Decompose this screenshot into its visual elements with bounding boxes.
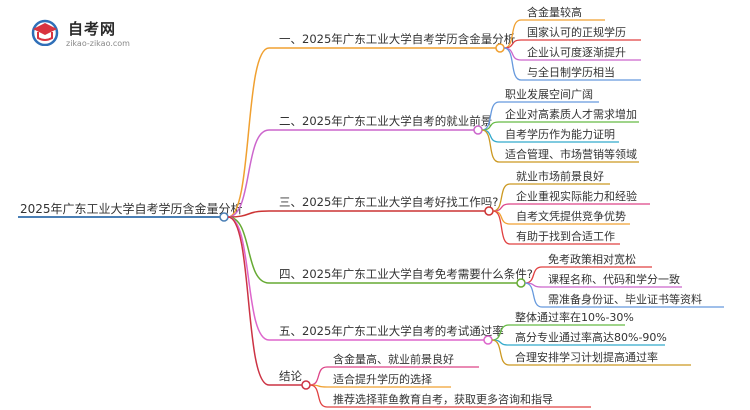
branch-connector [227,210,270,218]
leaf-label: 含金量高、就业前景良好 [333,352,454,366]
leaf-connector [481,101,500,131]
leaf-label: 企业认可度逐渐提升 [527,45,626,59]
leaf-label: 合理安排学习计划提高通过率 [515,350,658,364]
leaf-label: 就业市场前景良好 [516,169,604,183]
branch-label-6: 结论 [279,369,302,383]
leaf-connector [503,47,522,61]
leaf-label: 高分专业通过率高达80%-90% [515,330,667,344]
leaf-label: 整体通过率在10%-30% [515,310,634,324]
leaf-label: 与全日制学历相当 [527,65,615,79]
logo-url: zikao-zikao.com [66,39,130,48]
leaf-label: 有助于找到合适工作 [516,229,615,243]
root-node-handle[interactable] [219,212,229,222]
branch-handle[interactable] [301,380,311,390]
leaf-label: 国家认可的正规学历 [527,25,626,39]
branch-connector [227,216,270,386]
branch-handle[interactable] [495,43,505,53]
graduation-cap-icon [31,19,59,46]
leaf-label: 含金量较高 [527,5,582,19]
leaf-connector [524,282,543,308]
leaf-label: 自考文凭提供竞争优势 [516,209,626,223]
leaf-label: 企业重视实际能力和经验 [516,189,637,203]
branch-handle[interactable] [516,278,526,288]
branch-connector [227,129,270,218]
leaf-connector [492,210,511,245]
branch-handle[interactable] [483,335,493,345]
leaf-connector [309,384,328,408]
branch-label-1: 一、2025年广东工业大学自考学历含金量分析 [279,32,515,46]
branch-connector [227,216,270,284]
leaf-label: 推荐选择菲鱼教育自考，获取更多咨询和指导 [333,392,553,406]
leaf-connector [503,47,522,81]
leaf-connector [491,339,510,366]
leaf-label: 课程名称、代码和学分一致 [548,272,680,286]
branch-label-2: 二、2025年广东工业大学自考的就业前景 [279,114,492,128]
root-node-label: 2025年广东工业大学自考学历含金量分析 [20,201,243,216]
leaf-label: 适合管理、市场营销等领域 [505,147,637,161]
branch-handle[interactable] [484,206,494,216]
leaf-connector [503,19,522,49]
leaf-connector [481,129,500,163]
leaf-label: 需准备身份证、毕业证书等资料 [548,292,702,306]
leaf-label: 免考政策相对宽松 [548,252,636,266]
leaf-label: 适合提升学历的选择 [333,372,432,386]
leaf-label: 自考学历作为能力证明 [505,127,615,141]
branch-connector [227,47,270,218]
leaf-label: 职业发展空间广阔 [505,87,593,101]
leaf-label: 企业对高素质人才需求增加 [505,107,637,121]
logo-name: 自考网 [68,20,117,38]
branch-label-5: 五、2025年广东工业大学自考的考试通过率 [279,324,504,338]
site-logo[interactable]: 自考网 zikao-zikao.com [30,16,140,52]
branch-label-4: 四、2025年广东工业大学自考免考需要什么条件? [279,267,533,281]
branch-connector [227,216,270,341]
leaf-connector [309,366,328,386]
leaf-connector [492,210,511,225]
branch-label-3: 三、2025年广东工业大学自考好找工作吗? [279,195,498,209]
branch-handle[interactable] [473,125,483,135]
leaf-connector [481,129,500,143]
